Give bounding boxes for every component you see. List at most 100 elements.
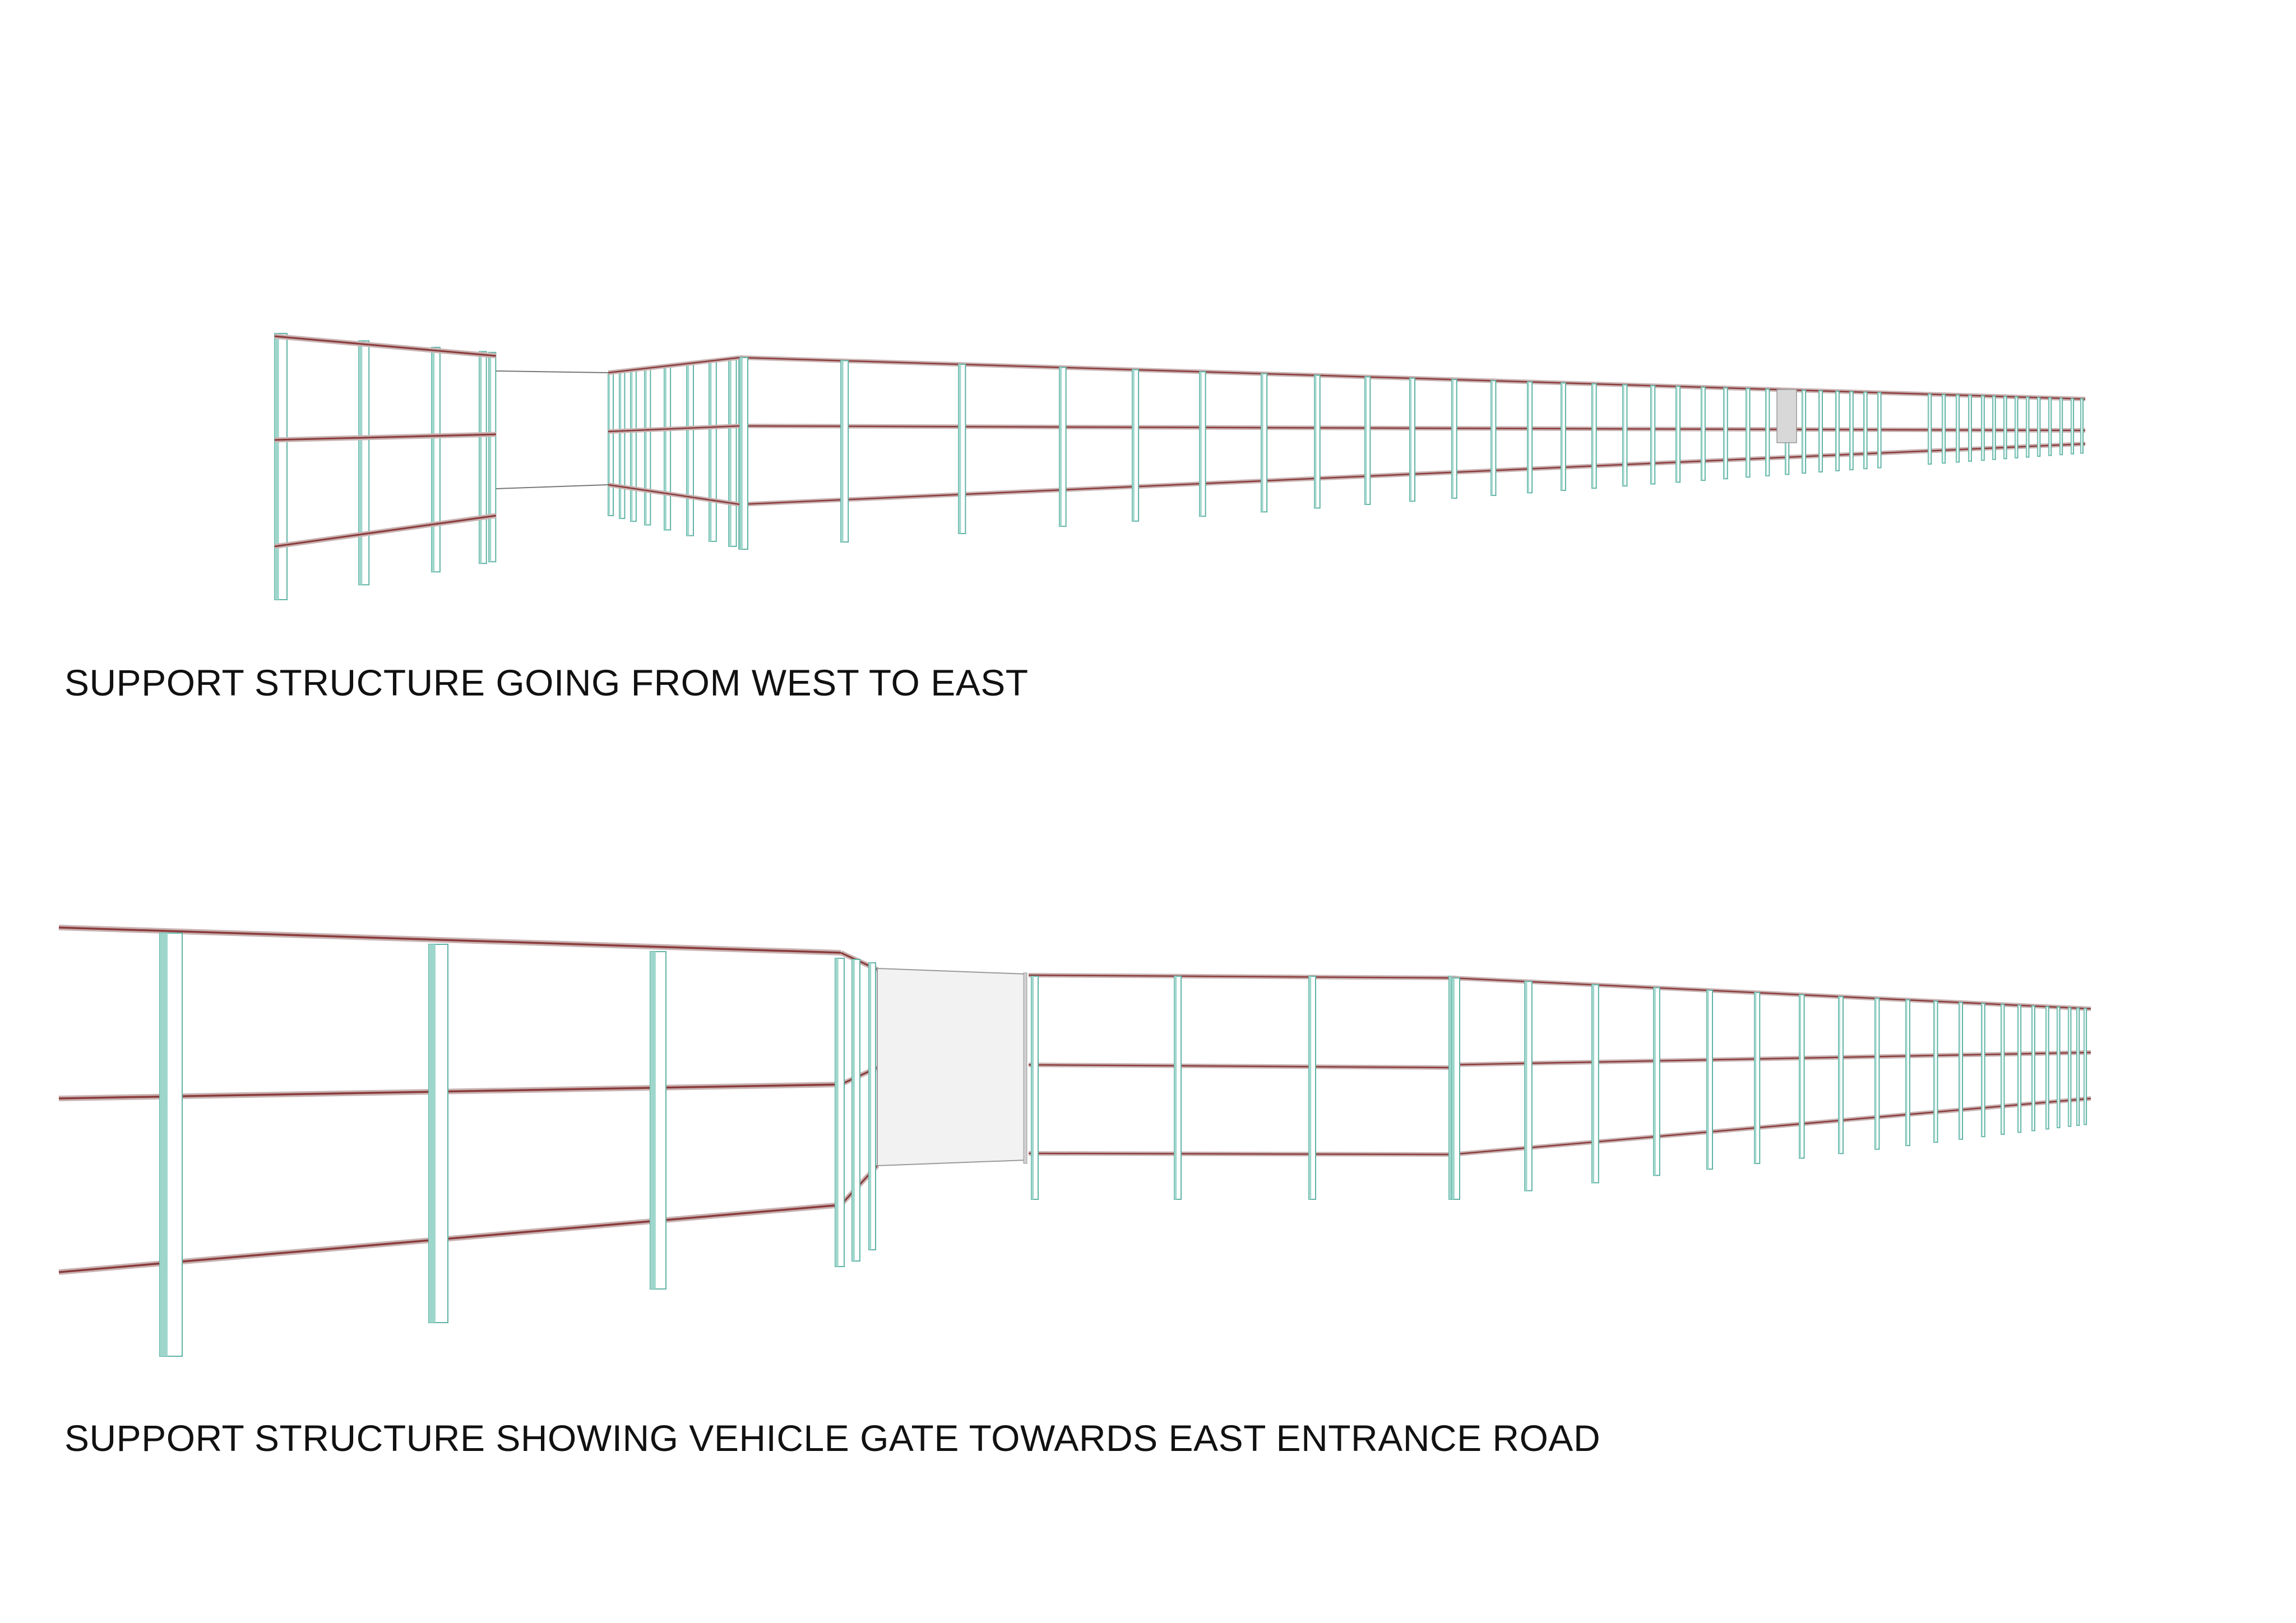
support-post	[2026, 396, 2030, 458]
post-side	[1623, 384, 1624, 486]
rail-edge	[58, 1204, 841, 1273]
rail-edge	[58, 1083, 841, 1100]
support-structure-west-east-view	[0, 224, 2296, 897]
support-post	[488, 351, 497, 563]
post-side	[619, 371, 622, 519]
post-side	[1850, 392, 1851, 470]
post-side	[1959, 1002, 1961, 1139]
support-post	[2015, 396, 2019, 458]
west-east-structure-drawing	[274, 333, 2086, 600]
post-side	[1031, 976, 1034, 1199]
post-side	[1755, 993, 1757, 1164]
rail-edge	[58, 926, 841, 954]
rail-beam	[1028, 1063, 1452, 1070]
post-side	[1836, 391, 1837, 471]
post-side	[2015, 397, 2016, 458]
rail-beam	[58, 1202, 841, 1275]
rail-beam	[608, 483, 740, 507]
support-post	[1799, 994, 1805, 1159]
support-post	[1561, 382, 1566, 491]
support-post	[1591, 383, 1597, 489]
post-side	[1701, 387, 1703, 481]
rail-beam	[274, 333, 497, 359]
post-side	[1875, 998, 1877, 1149]
support-post	[1591, 984, 1599, 1184]
support-post	[851, 959, 860, 1262]
rail-beam	[1451, 1096, 2091, 1157]
support-post	[2031, 1005, 2035, 1132]
post-side	[2032, 1005, 2033, 1131]
support-post	[650, 951, 666, 1290]
support-post	[2045, 1006, 2049, 1130]
post-side	[1132, 369, 1135, 521]
post-side	[1651, 386, 1652, 484]
support-post	[1992, 395, 1996, 460]
post-side	[359, 341, 363, 585]
support-post	[1765, 388, 1770, 476]
post-side	[1864, 392, 1865, 469]
support-post	[431, 346, 441, 573]
support-post	[1981, 1003, 1985, 1138]
post-side	[1724, 388, 1725, 479]
support-post	[1031, 976, 1039, 1200]
post-side	[479, 351, 482, 564]
post-side	[1878, 392, 1879, 468]
support-post	[2068, 1007, 2072, 1127]
support-post	[1849, 391, 1854, 471]
support-post	[479, 351, 487, 564]
support-post	[1746, 388, 1751, 478]
support-post	[2048, 397, 2052, 456]
post-side	[1314, 375, 1317, 508]
post-side	[275, 333, 279, 600]
support-post	[1838, 996, 1844, 1154]
post-side	[1993, 396, 1994, 460]
post-side	[1654, 987, 1656, 1176]
support-post	[1364, 376, 1371, 506]
support-post	[2017, 1004, 2022, 1133]
post-side	[1561, 383, 1563, 491]
post-side	[709, 361, 712, 541]
support-post	[1956, 394, 1960, 463]
support-post	[1701, 386, 1706, 481]
support-post	[1675, 386, 1681, 483]
support-post	[728, 359, 737, 547]
post-side	[1799, 994, 1801, 1158]
rail-edge	[1028, 974, 1452, 979]
rail-edge	[274, 335, 497, 357]
rail-edge	[1451, 977, 2091, 1010]
post-side	[729, 360, 732, 546]
post-side	[1449, 976, 1452, 1199]
support-post	[1863, 391, 1868, 470]
support-post	[2084, 1008, 2087, 1125]
support-post	[1132, 369, 1140, 522]
rail-beam	[1028, 1151, 1452, 1157]
post-side	[1365, 377, 1367, 505]
caption-west-to-east: SUPPORT STRUCTURE GOING FROM WEST TO EAS…	[64, 662, 1029, 703]
post-side	[1819, 391, 1821, 472]
post-side	[2026, 397, 2027, 457]
rail-beam	[1451, 976, 2091, 1011]
post-side	[631, 370, 633, 522]
post-side	[1410, 378, 1412, 502]
support-post	[1981, 395, 1985, 461]
post-side	[959, 364, 961, 534]
rail-beam	[274, 432, 497, 443]
post-side	[2001, 1004, 2002, 1134]
support-post	[1451, 379, 1457, 499]
rail-beam	[58, 925, 841, 956]
post-side	[2038, 397, 2039, 457]
post-side	[1766, 389, 1767, 476]
rail-edge	[274, 433, 497, 441]
post-side	[1934, 1001, 1936, 1143]
post-side	[1906, 1000, 1908, 1146]
post-side	[1969, 395, 1970, 461]
post-side	[687, 364, 689, 536]
post-side	[841, 360, 844, 542]
post-side	[2071, 398, 2072, 454]
support-post	[739, 357, 748, 550]
support-post	[358, 340, 370, 586]
support-post	[686, 364, 694, 536]
gate-post	[1023, 972, 1027, 1164]
support-post	[2059, 397, 2063, 456]
rail-edge	[1028, 1152, 1452, 1156]
